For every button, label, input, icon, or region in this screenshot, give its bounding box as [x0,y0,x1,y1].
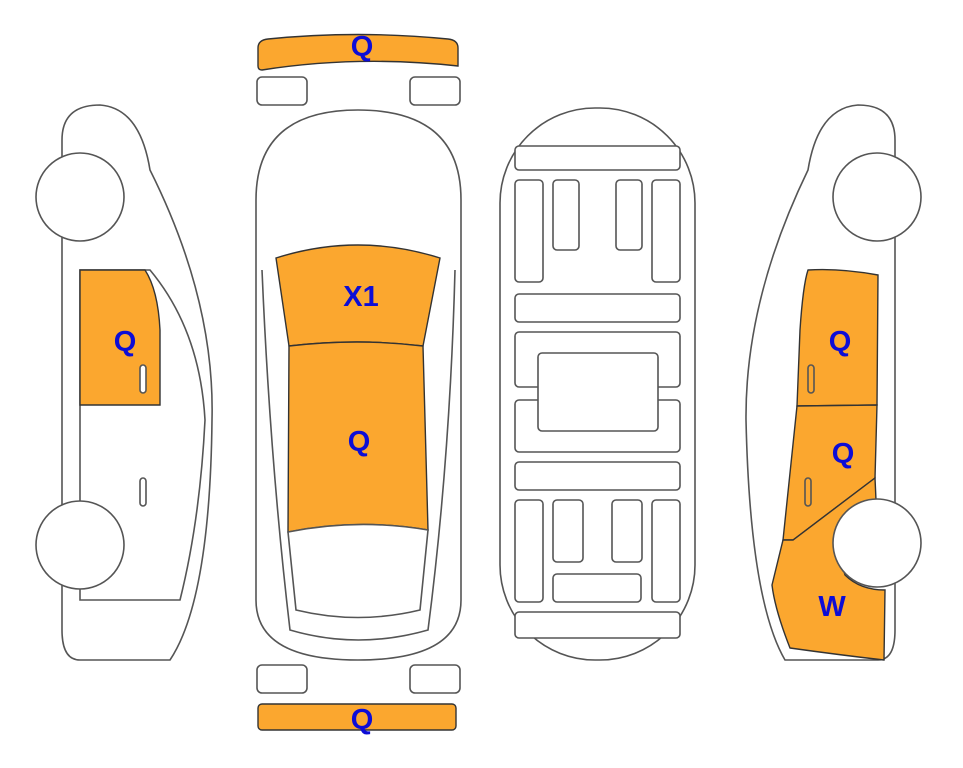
underbody-part [552,573,642,603]
right-rear-door-label: Q [832,438,855,470]
left-rear-wheel [35,500,125,590]
taillight-right [409,664,461,694]
right-side-view [745,104,922,661]
headlight-left [256,76,308,106]
rear-bumper-label: Q [351,704,374,736]
right-front-door-handle [807,364,815,394]
right-rear-wheel [832,498,922,588]
rear-window [287,523,429,619]
underbody-part [514,611,681,639]
underbody-part [615,179,643,251]
left-side-view [35,104,213,661]
right-front-wheel [832,152,922,242]
windshield-label: X1 [343,281,378,313]
right-front-door-label: Q [829,326,852,358]
left-front-door-label: Q [114,326,137,358]
roof-label: Q [348,426,371,458]
underbody-part [514,293,681,323]
underbody-part [514,499,544,603]
underbody-part [611,499,643,563]
left-front-door-handle [139,364,147,394]
front-bumper-panel[interactable] [257,33,459,71]
damage-labels: Q X1 Q Q Q Q Q W [114,31,855,736]
underbody-part [514,461,681,491]
underbody-part [514,179,544,283]
taillight-left [256,664,308,694]
left-window [79,269,206,601]
front-bumper-label: Q [351,31,374,63]
underside-view [499,107,696,661]
underbody-part [552,499,584,563]
right-rear-quarter-label: W [818,591,846,623]
underbody-part [651,179,681,283]
underbody-part [537,352,659,432]
underbody-part [552,179,580,251]
rear-bumper-panel[interactable] [257,703,457,731]
underbody-part [514,145,681,171]
right-rear-door-handle [804,477,812,507]
headlight-right [409,76,461,106]
underbody-part [651,499,681,603]
top-view [255,33,462,731]
left-front-wheel [35,152,125,242]
left-rear-door-handle [139,477,147,507]
